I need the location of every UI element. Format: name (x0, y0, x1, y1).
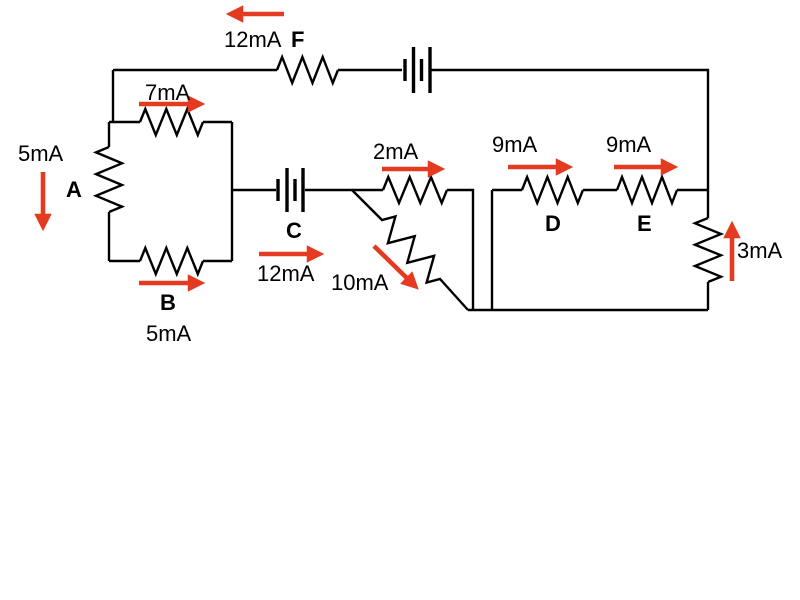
resistor-top-loop-symbol (138, 105, 205, 139)
current-label-7ma: 7mA (145, 80, 191, 105)
wires (107, 68, 710, 312)
resistor-e-symbol (615, 173, 679, 207)
resistors (92, 53, 725, 311)
wire-top-right (431, 68, 710, 190)
current-label-2ma: 2mA (373, 139, 419, 164)
resistor-b-symbol (138, 244, 205, 278)
component-label-c: C (286, 218, 302, 243)
battery-top (403, 47, 432, 93)
current-label-12ma-top: 12mA (224, 27, 282, 52)
current-label-12ma-c: 12mA (257, 261, 315, 286)
component-label-d: D (545, 211, 561, 236)
resistor-f-symbol (275, 53, 340, 87)
resistor-10ma-symbol (351, 189, 469, 311)
current-label-5ma-left: 5mA (18, 141, 64, 166)
current-label-9ma-d: 9mA (492, 132, 538, 157)
component-label-f: F (291, 27, 304, 52)
resistor-a-symbol (92, 145, 126, 214)
current-arrows (34, 5, 741, 292)
component-label-e: E (637, 211, 652, 236)
battery-c (276, 168, 305, 212)
resistor-2ma-symbol (381, 173, 449, 207)
component-label-a: A (66, 177, 82, 202)
current-label-5ma-b: 5mA (146, 321, 192, 346)
resistor-d-symbol (520, 173, 585, 207)
current-label-10ma: 10mA (331, 270, 389, 295)
component-label-b: B (160, 290, 176, 315)
current-label-9ma-e: 9mA (606, 132, 652, 157)
arrow-10ma-diagonal (372, 244, 419, 290)
resistor-3ma-symbol (691, 216, 725, 284)
wire-2ma-down (447, 188, 475, 310)
current-label-3ma: 3mA (737, 238, 783, 263)
labels: 12mA F 7mA 5mA A B 5mA C 12mA 10mA 2mA 9… (18, 27, 783, 346)
